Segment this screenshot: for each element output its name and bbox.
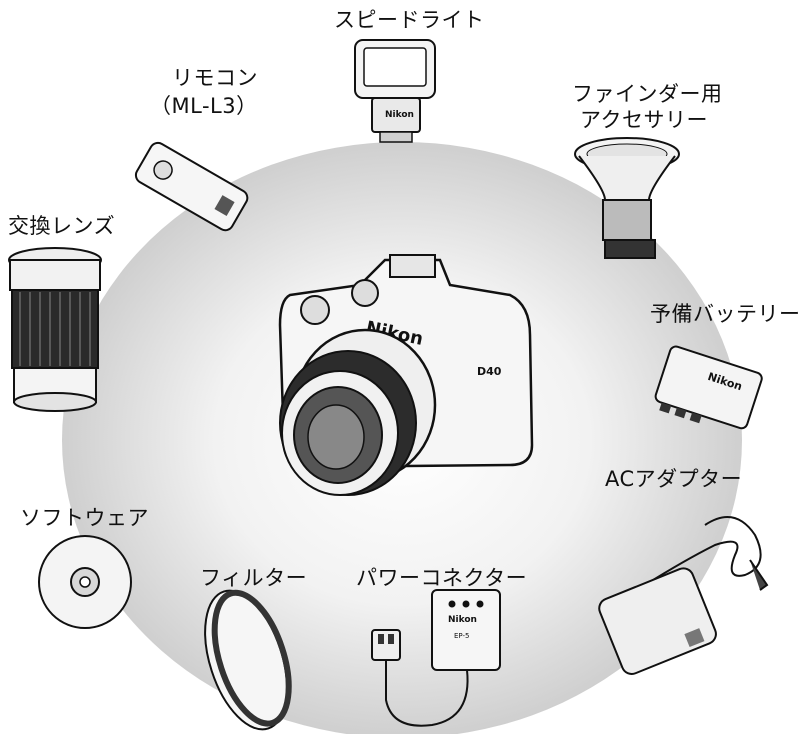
remote-sublabel: （ML-L3） — [150, 94, 258, 118]
battery-label: 予備バッテリー — [650, 302, 799, 326]
finder-sublabel: アクセサリー — [580, 108, 708, 132]
filter-icon[interactable] — [190, 580, 305, 734]
cd-disc-icon[interactable] — [38, 535, 132, 629]
remote-control-icon[interactable] — [133, 140, 250, 233]
software-label: ソフトウェア — [20, 506, 149, 530]
finder-label: ファインダー用 — [572, 82, 723, 106]
speedlight-brand: Nikon — [385, 110, 414, 120]
interchangeable-lens-icon[interactable] — [8, 247, 102, 412]
ac-adapter-icon[interactable] — [596, 516, 769, 677]
power-connector-brand: Nikon — [448, 615, 477, 625]
viewfinder-accessory-icon[interactable] — [574, 137, 680, 259]
remote-label: リモコン — [172, 66, 258, 90]
camera-model: D40 — [477, 365, 502, 378]
speedlight-flash-icon[interactable]: Nikon — [354, 39, 436, 143]
speedlight-label: スピードライト — [334, 8, 485, 32]
power-label: パワーコネクター — [356, 566, 528, 590]
power-connector-model: EP-5 — [454, 632, 469, 640]
ac-label: ACアダプター — [605, 467, 743, 491]
battery-icon[interactable]: Nikon — [652, 345, 764, 437]
power-connector-icon[interactable]: Nikon EP-5 — [371, 589, 501, 727]
lens-label: 交換レンズ — [8, 214, 116, 238]
camera-body-icon: Nikon D40 — [278, 254, 534, 496]
filter-label: フィルター — [200, 566, 308, 590]
